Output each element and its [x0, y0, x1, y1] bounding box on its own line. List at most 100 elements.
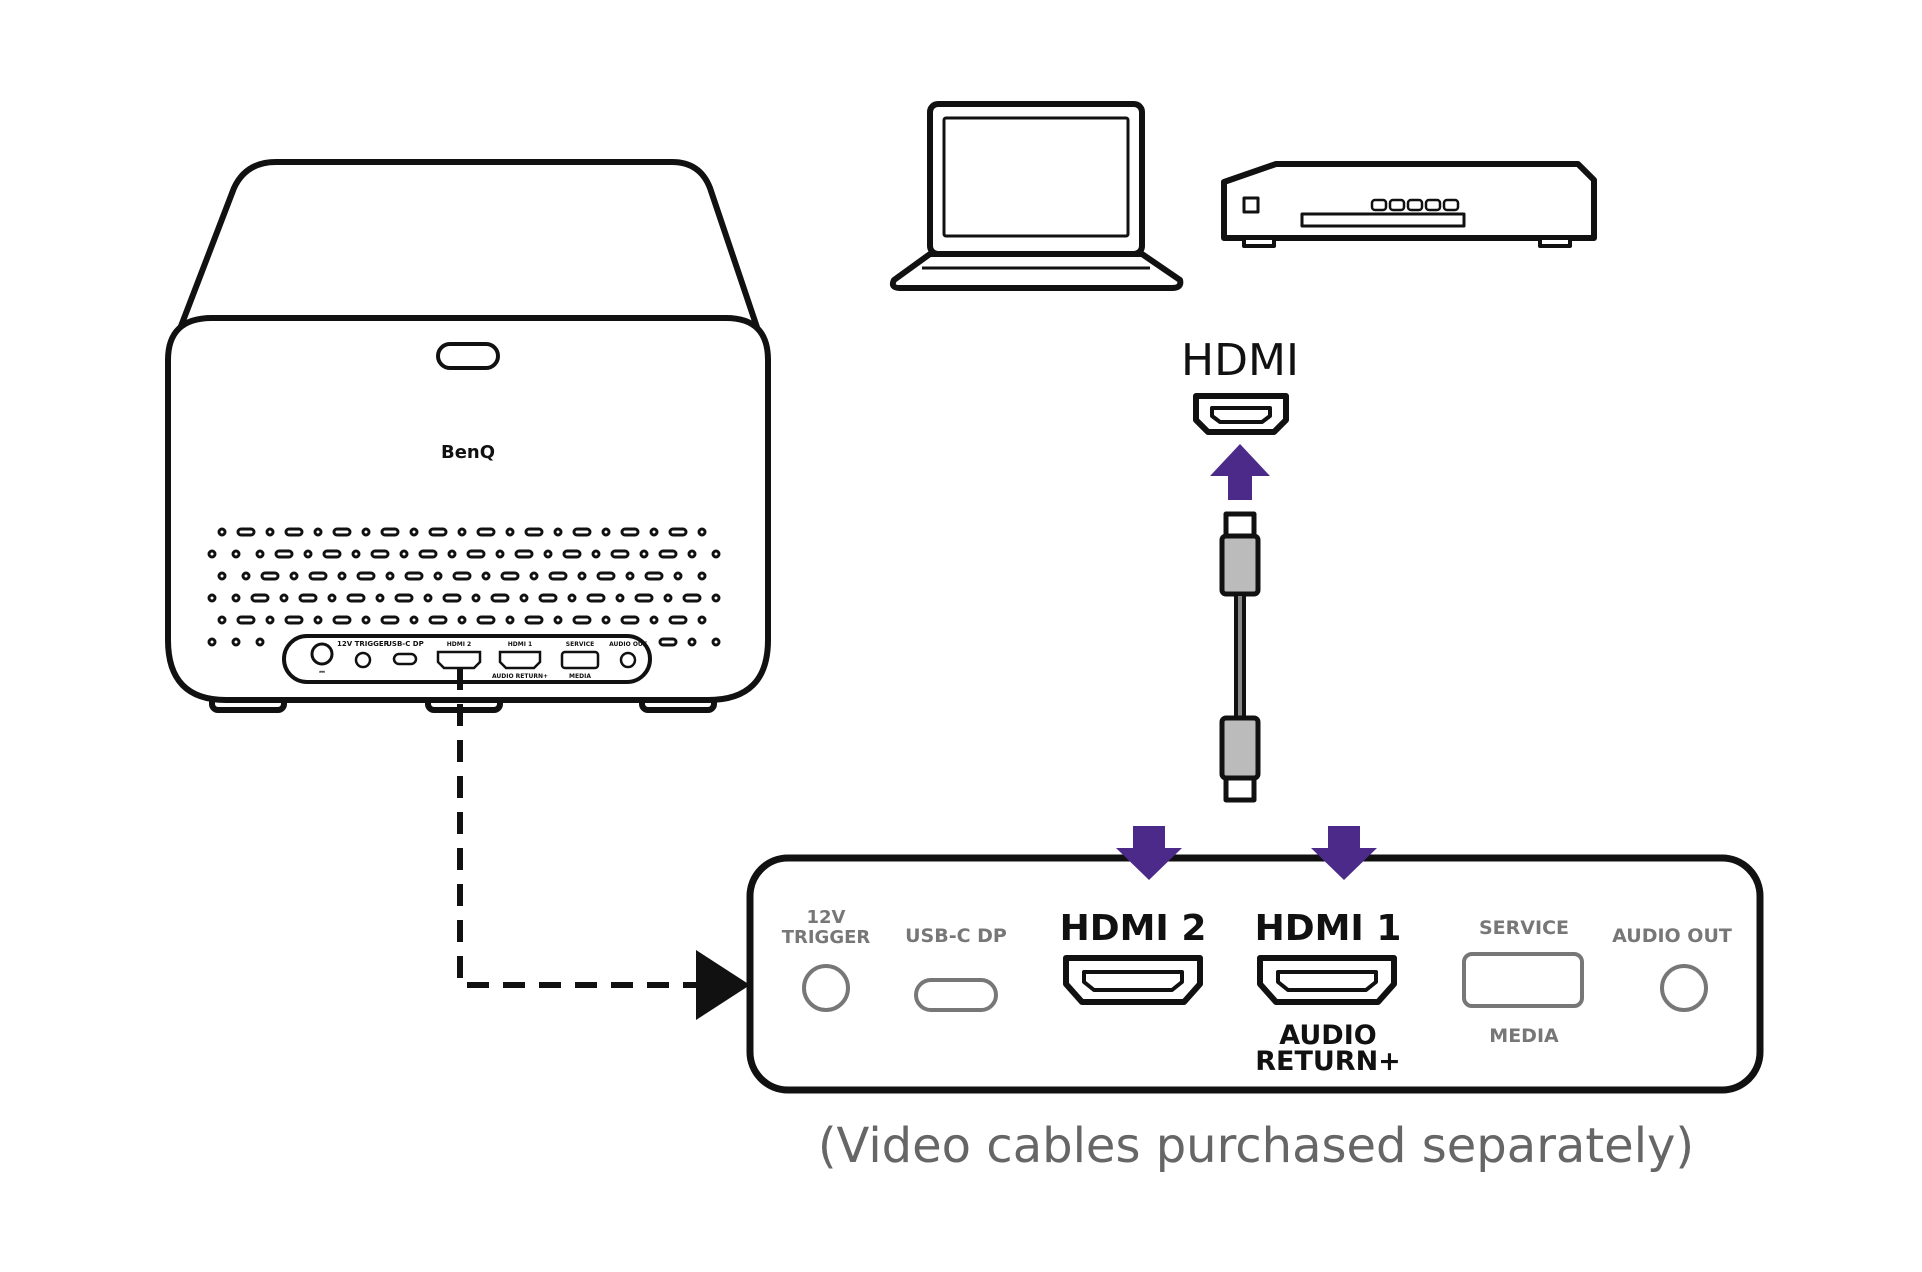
vent-grille	[207, 527, 721, 647]
audio-return-label-line1: AUDIO	[1279, 1020, 1376, 1051]
vent-slot	[217, 615, 227, 625]
media-label: MEDIA	[1489, 1025, 1559, 1047]
trigger-label-line1: 12V	[807, 907, 846, 928]
vent-slot	[332, 527, 352, 537]
vent-slot	[471, 593, 481, 603]
vent-slot	[380, 615, 400, 625]
hdmi2-port-icon	[1063, 955, 1203, 1005]
media-port-label: MEDIA	[569, 673, 591, 680]
ir-sensor	[436, 342, 500, 370]
vent-slot	[500, 571, 520, 581]
vent-slot	[505, 527, 515, 537]
vent-slot	[255, 637, 265, 647]
vent-slot	[682, 593, 702, 603]
vent-slot	[313, 527, 323, 537]
vent-slot	[332, 615, 352, 625]
vent-slot	[346, 593, 366, 603]
audio-return-label-line2: RETURN+	[1255, 1046, 1401, 1077]
vent-slot	[673, 571, 683, 581]
vent-slot	[572, 527, 592, 537]
vent-slot	[610, 549, 630, 559]
projector-top	[165, 159, 771, 363]
vent-slot	[356, 571, 376, 581]
vent-slot	[279, 593, 289, 603]
vent-slot	[711, 549, 721, 559]
usbc-port-icon	[392, 652, 418, 666]
caption: (Video cables purchased separately)	[818, 1118, 1694, 1174]
audio-out-label: AUDIO OUT	[1612, 925, 1732, 947]
vent-slot	[538, 593, 558, 603]
hdmi1-down-arrow-icon	[1311, 826, 1377, 880]
usbc-label: USB-C DP	[905, 925, 1007, 947]
vent-slot	[409, 615, 419, 625]
vent-slot	[668, 615, 688, 625]
trigger-jack-icon	[802, 964, 850, 1012]
vent-slot	[298, 593, 318, 603]
projector-body	[165, 315, 771, 703]
vent-slot	[207, 549, 217, 559]
vent-slot	[553, 527, 563, 537]
vent-slot	[361, 615, 371, 625]
vent-slot	[289, 571, 299, 581]
vent-slot	[231, 593, 241, 603]
vent-slot	[452, 571, 472, 581]
vent-slot	[207, 593, 217, 603]
cable-label: HDMI	[1181, 335, 1299, 386]
vent-slot	[409, 527, 419, 537]
vent-slot	[601, 527, 611, 537]
laptop-icon	[889, 101, 1184, 291]
hdmi1-label: HDMI 1	[1255, 908, 1402, 949]
vent-slot	[236, 615, 256, 625]
vent-slot	[308, 571, 328, 581]
vent-slot	[476, 527, 496, 537]
vent-slot	[668, 527, 688, 537]
vent-slot	[697, 615, 707, 625]
hdmi2-down-arrow-icon	[1116, 826, 1182, 880]
hdmi2-port-label: HDMI 2	[447, 641, 471, 648]
vent-slot	[620, 615, 640, 625]
power-port-label: ⎓	[319, 668, 325, 676]
audio-out-jack-icon	[1660, 964, 1708, 1012]
vent-slot	[476, 615, 496, 625]
vent-slot	[404, 571, 424, 581]
vent-slot	[337, 571, 347, 581]
service-port-label: SERVICE	[566, 641, 594, 648]
vent-slot	[457, 615, 467, 625]
audio-out-port-label: AUDIO OUT	[609, 641, 648, 648]
service-label: SERVICE	[1479, 917, 1569, 939]
vent-slot	[711, 637, 721, 647]
vent-slot	[231, 637, 241, 647]
vent-slot	[217, 571, 227, 581]
hdmi1-port-label: HDMI 1	[508, 641, 532, 648]
vent-slot	[418, 549, 438, 559]
projector-port-strip: ⎓ 12V TRIGGER USB-C DP HDMI 2 HDMI 1 AUD…	[282, 634, 652, 684]
vent-slot	[433, 571, 443, 581]
vent-slot	[586, 593, 606, 603]
audio-return-label: AUDIO RETURN+	[492, 673, 548, 680]
power-port-icon	[310, 642, 334, 666]
vent-slot	[658, 637, 678, 647]
hdmi1-port-icon	[1257, 955, 1397, 1005]
vent-slot	[634, 593, 654, 603]
vent-slot	[663, 593, 673, 603]
vent-slot	[447, 549, 457, 559]
vent-slot	[529, 571, 539, 581]
callout-dashed-line	[457, 668, 700, 988]
hdmi-cable-icon	[1219, 511, 1261, 803]
service-port-icon	[1462, 952, 1584, 1008]
brand-logo: BenQ	[441, 442, 495, 463]
vent-slot	[394, 593, 414, 603]
audio-out-port-icon	[619, 651, 637, 669]
vent-slot	[649, 615, 659, 625]
vent-slot	[385, 571, 395, 581]
vent-slot	[697, 571, 707, 581]
vent-slot	[481, 571, 491, 581]
vent-slot	[327, 593, 337, 603]
vent-slot	[620, 527, 640, 537]
vent-slot	[274, 549, 294, 559]
vent-slot	[567, 593, 577, 603]
vent-slot	[615, 593, 625, 603]
vent-slot	[639, 549, 649, 559]
vent-slot	[442, 593, 462, 603]
vent-slot	[207, 637, 217, 647]
